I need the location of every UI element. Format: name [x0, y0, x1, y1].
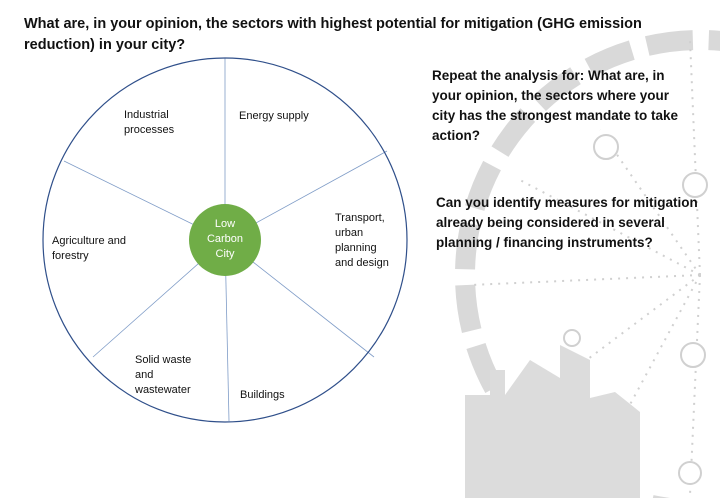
sector-industrial-processes: Industrial processes	[124, 109, 175, 136]
measures-prompt: Can you identify measures for mitigation…	[436, 195, 698, 250]
center-label: Low Carbon City	[206, 217, 244, 260]
sector-buildings: Buildings	[240, 389, 285, 401]
sector-energy-supply: Energy supply	[239, 110, 309, 122]
center-circle	[189, 204, 261, 276]
factory-icon	[465, 345, 640, 498]
sector-transport: Transport, urban planning and design	[335, 212, 389, 269]
mandate-prompt: Repeat the analysis for: What are, in yo…	[432, 68, 679, 143]
wheel-outline	[42, 57, 408, 423]
page-title: What are, in your opinion, the sectors w…	[24, 16, 642, 53]
sector-solid-waste: Solid waste and wastewater	[135, 354, 192, 396]
sector-agriculture: Agriculture and forestry	[52, 235, 126, 262]
